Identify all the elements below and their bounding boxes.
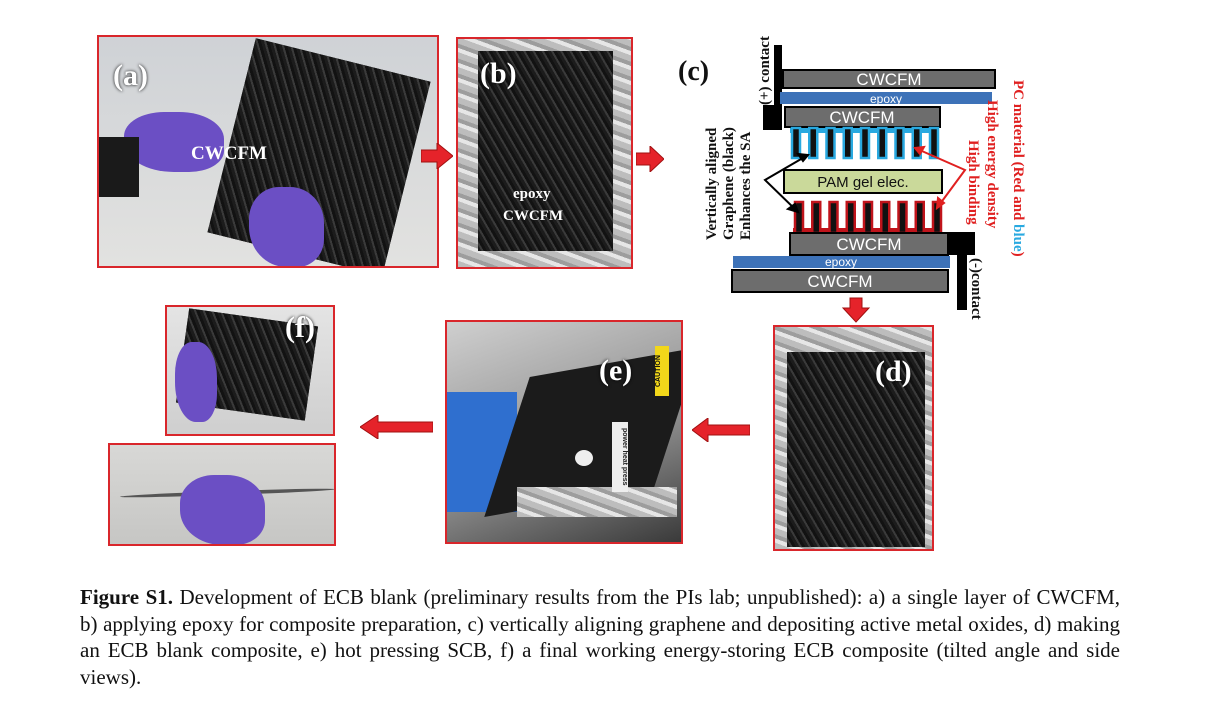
graphene-tooth <box>790 126 802 160</box>
epoxy-layer-1 <box>780 92 992 104</box>
graphene-tooth <box>862 200 874 235</box>
epoxy-layer-2-label: epoxy <box>825 255 857 269</box>
graphene-tooth <box>877 126 888 160</box>
graphene-tooth <box>897 200 908 235</box>
device-label-sticker: power heat press <box>612 422 628 492</box>
pc-material-blue: blue <box>1010 224 1026 252</box>
electrolyte-label: PAM gel elec. <box>817 174 908 191</box>
graphene-tooth <box>880 200 891 235</box>
graphene-tooth <box>825 126 836 160</box>
panel-f-side-photo <box>108 443 336 546</box>
panel-c-label: (c) <box>678 56 709 87</box>
panel-a-text: CWCFM <box>191 143 267 164</box>
pc-material-label: PC material (Red and blue) <box>1010 80 1026 257</box>
minus-contact-block <box>948 232 975 255</box>
arrow-left-d-e <box>692 418 750 442</box>
panel-f-label: (f) <box>285 311 315 344</box>
panel-b-label: (b) <box>480 57 517 90</box>
caption-body: Development of ECB blank (preliminary re… <box>80 585 1120 689</box>
panel-d-label: (d) <box>875 355 912 388</box>
foil-wrap <box>517 487 677 517</box>
graphene-tooth <box>811 200 822 235</box>
glove <box>180 475 265 544</box>
panel-a-label: (a) <box>113 59 148 92</box>
high-binding-label: High binding <box>965 140 981 225</box>
high-energy-label: High energy density <box>984 100 1000 229</box>
panel-e-photo: CAUTION power heat press (e) <box>445 320 683 544</box>
graphene-tooth <box>808 126 819 160</box>
left-annotation-line-1: Vertically aligned <box>704 127 720 240</box>
panel-b-text-epoxy: epoxy <box>513 186 551 202</box>
carbon-fiber-sheet <box>478 51 613 251</box>
panel-e-label: (e) <box>599 354 633 387</box>
arrow-down-c-d <box>841 297 871 323</box>
cwcfm-layer-3-label: CWCFM <box>836 235 901 254</box>
panel-c-diagram: (c) (+) contact CWCFM epoxy CWCFM PAM ge… <box>678 36 1026 323</box>
graphene-pointer-arrows <box>763 152 810 214</box>
panel-a-photo: (a) CWCFM <box>97 35 439 268</box>
sleeve <box>99 137 139 197</box>
electrolyte-layer <box>783 169 943 194</box>
cwcfm-layer-4 <box>731 269 949 293</box>
cwcfm-layer-1-label: CWCFM <box>856 70 921 89</box>
graphene-tooth <box>845 200 856 235</box>
left-annotation-line-2: Graphene (black) <box>721 127 737 240</box>
pc-material-suffix: ) <box>1010 252 1026 257</box>
glove <box>175 342 217 422</box>
cwcfm-layer-1 <box>782 69 996 89</box>
pc-material-prefix: PC material (Red and <box>1010 80 1026 224</box>
minus-contact-bar <box>957 250 967 310</box>
panel-f-tilted-photo: (f) <box>165 305 335 436</box>
arrow-right-b-c <box>636 146 664 172</box>
minus-contact-label: (-)contact <box>968 258 984 320</box>
graphene-tooth <box>928 126 940 160</box>
graphene-tooth <box>842 126 853 160</box>
plus-contact-block <box>763 105 781 130</box>
caption-title: Figure S1. <box>80 585 174 609</box>
epoxy-layer-2 <box>733 256 950 268</box>
graphene-tooth <box>914 200 925 235</box>
panel-b-text-cwcfm: CWCFM <box>503 208 563 224</box>
pc-pointer-arrows <box>913 145 967 211</box>
ce-mark-icon <box>575 450 593 466</box>
plus-contact-bar <box>774 45 782 130</box>
panel-d-photo: (d) <box>773 325 934 551</box>
cwcfm-layer-2-label: CWCFM <box>829 108 894 127</box>
graphene-tooth <box>911 126 922 160</box>
left-glove <box>124 112 224 172</box>
graphene-tooth <box>859 126 871 160</box>
cwcfm-layer-4-label: CWCFM <box>807 272 872 291</box>
graphene-tooth <box>828 200 839 235</box>
epoxy-layer-1-label: epoxy <box>870 92 902 106</box>
figure-caption: Figure S1. Development of ECB blank (pre… <box>80 584 1120 690</box>
caution-sticker: CAUTION <box>655 346 669 396</box>
right-glove <box>249 187 324 266</box>
left-annotation-line-3: Enhances the SA <box>738 131 754 240</box>
carbon-fiber-composite <box>787 352 925 547</box>
arrow-right-a-b <box>421 143 453 169</box>
red-electrode-comb <box>793 200 943 235</box>
panel-b-photo: (b) epoxy CWCFM <box>456 37 633 269</box>
cyan-electrode-comb <box>790 126 940 160</box>
graphene-tooth <box>894 126 905 160</box>
plus-contact-label: (+) contact <box>757 36 773 105</box>
arrow-left-e-f <box>360 415 433 439</box>
